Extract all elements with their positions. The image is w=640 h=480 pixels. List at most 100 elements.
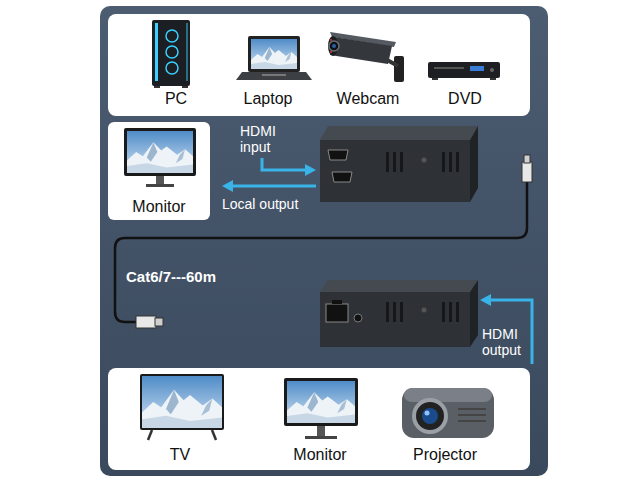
signal-arrow (222, 180, 316, 192)
label-slot: Webcam (333, 90, 404, 108)
dvd-icon (470, 66, 484, 71)
receiver-unit (442, 302, 445, 322)
pc-icon (152, 20, 190, 88)
transmitter-unit (328, 150, 348, 160)
signal-arrow (262, 158, 306, 170)
monitor-icon (127, 131, 193, 173)
pc-icon (186, 23, 188, 81)
receiver-unit (354, 314, 362, 322)
transmitter-unit (470, 126, 478, 202)
monitor-icon (156, 176, 164, 184)
network-cable (522, 162, 532, 182)
device-label: TV (170, 446, 190, 464)
dvd-icon (428, 62, 500, 80)
signal-arrow (262, 158, 316, 176)
display-panel (108, 368, 530, 470)
signal-arrow (222, 180, 233, 192)
receiver-unit (422, 308, 427, 313)
webcam-icon (328, 32, 404, 82)
pc-icon (182, 86, 188, 88)
network-cable (155, 318, 163, 326)
receiver-unit (386, 302, 389, 322)
projector-icon (458, 408, 486, 410)
dvd-icon (434, 67, 464, 69)
local-panel (108, 122, 210, 220)
network-cable (136, 316, 156, 328)
projector-icon (402, 388, 494, 438)
tv-icon (212, 430, 216, 440)
monitor-icon (305, 436, 337, 439)
projector-icon (402, 388, 494, 438)
webcam-icon (329, 41, 339, 51)
webcam-icon (330, 39, 332, 41)
label-slot: Monitor (289, 446, 351, 464)
laptop-icon (248, 36, 300, 72)
device-label: Laptop (244, 90, 293, 108)
label-slot: PC (161, 90, 192, 108)
receiver-unit (326, 304, 348, 322)
receiver-unit (393, 302, 396, 322)
label-slot: Monitor (128, 198, 190, 216)
label-slot: Laptop (240, 90, 297, 108)
cable-label: Cat6/7---60m (126, 268, 216, 286)
device-label: DVD (448, 90, 482, 108)
pc-icon (155, 23, 158, 81)
pc-icon (166, 46, 178, 58)
label-slot: TV (166, 446, 195, 464)
monitor-icon (284, 378, 358, 426)
signal-arrow (480, 294, 532, 364)
monitor-icon (124, 128, 196, 187)
tv-icon (140, 374, 224, 440)
transmitter-unit (400, 152, 403, 172)
transmitter-unit (320, 126, 478, 140)
transmitter-unit (320, 126, 478, 202)
monitor-icon (284, 378, 358, 439)
dvd-icon (490, 78, 496, 80)
tv-icon (140, 374, 224, 430)
projector-icon (425, 411, 430, 416)
tv-icon (142, 376, 222, 428)
source-panel (108, 14, 530, 116)
receiver-unit (320, 280, 478, 292)
receiver-unit (449, 302, 452, 322)
projector-icon (422, 408, 438, 424)
laptop-icon (236, 72, 312, 80)
pc-icon (154, 86, 160, 88)
projector-icon (414, 400, 446, 432)
monitor-icon (146, 184, 174, 187)
signal-arrow (480, 294, 491, 306)
webcam-icon (330, 37, 392, 64)
port-label: HDMI output (482, 326, 528, 358)
device-label: Webcam (337, 90, 400, 108)
device-label: Projector (413, 446, 477, 464)
receiver-unit (470, 280, 478, 347)
signal-arrow (305, 164, 316, 176)
monitor-icon (287, 381, 355, 423)
laptop-icon (262, 74, 286, 76)
webcam-icon (330, 51, 332, 53)
projector-icon (404, 388, 492, 402)
label-slot: HDMI input (240, 123, 292, 156)
projector-icon (458, 420, 486, 422)
transmitter-unit (442, 152, 445, 172)
label-slot: Projector (409, 446, 482, 464)
monitor-icon (124, 128, 196, 176)
laptop-icon (236, 36, 312, 80)
signal-arrow (232, 185, 316, 188)
transmitter-unit (449, 152, 452, 172)
transmitter-unit (456, 152, 459, 172)
dvd-icon (428, 62, 500, 78)
transmitter-unit (386, 152, 389, 172)
device-label: PC (165, 90, 187, 108)
local-display-panel: Monitor (108, 122, 210, 220)
webcam-icon (328, 36, 338, 56)
transmitter-unit (332, 172, 352, 182)
receiver-unit (400, 302, 403, 322)
label-slot: Local output (222, 195, 332, 213)
receiver-unit (456, 302, 459, 322)
dark-panel (100, 6, 548, 476)
source-panel: PC Laptop Webcam DVD (108, 14, 530, 116)
